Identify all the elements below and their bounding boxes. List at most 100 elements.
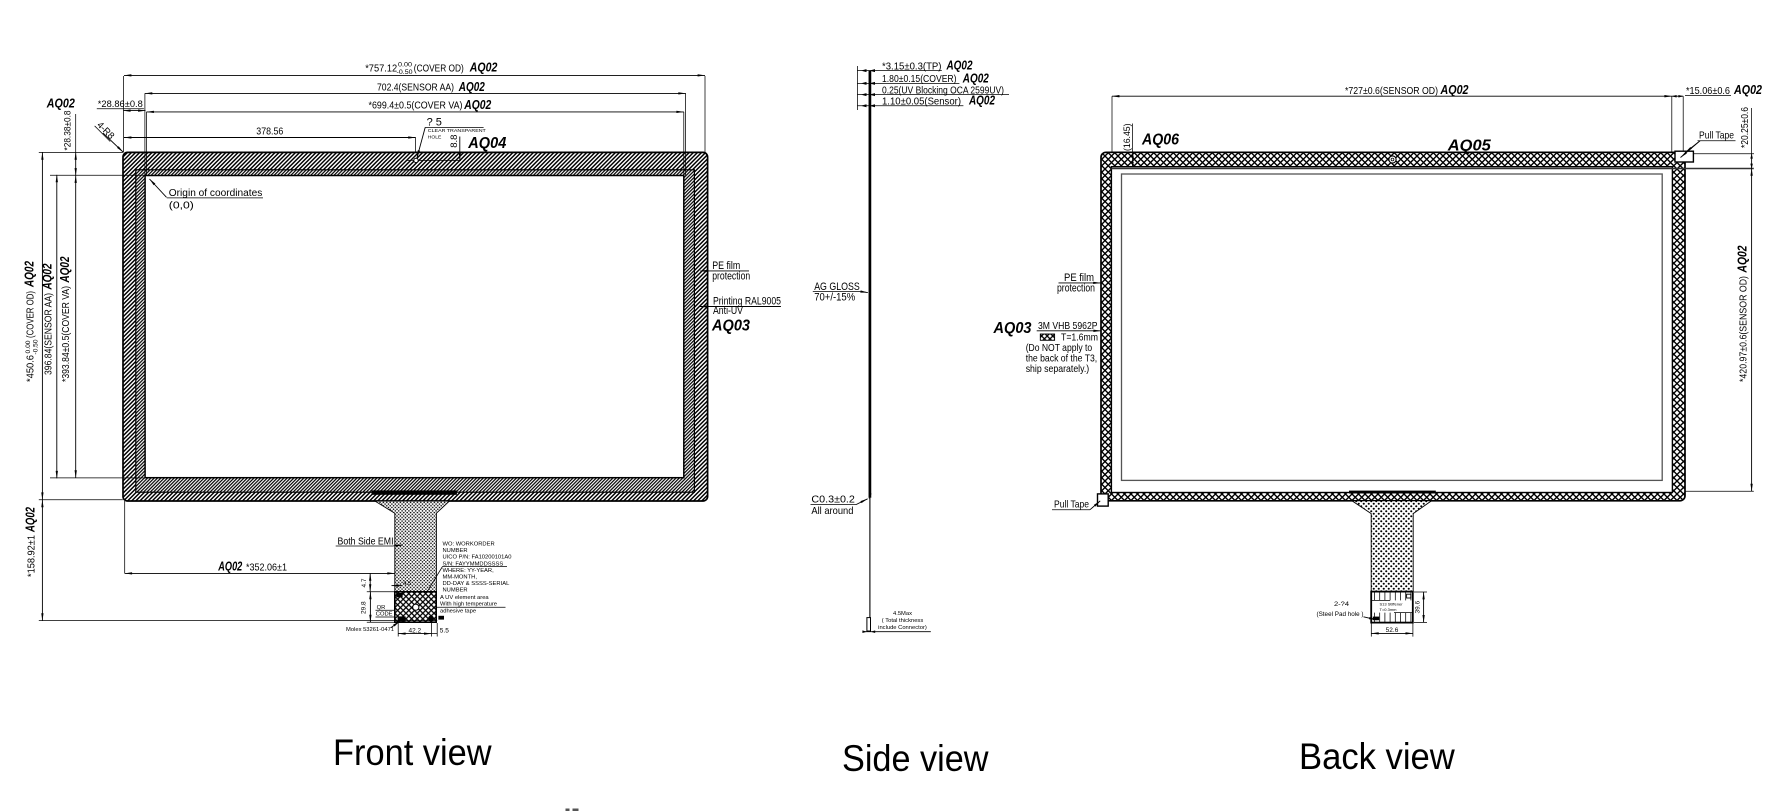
svg-text:Pull Tape: Pull Tape [1054,499,1089,511]
svg-text:PE film: PE film [712,260,740,272]
svg-text:*393.84±0.5(COVER VA): *393.84±0.5(COVER VA) [60,286,72,382]
svg-text:3M VHB 5962P: 3M VHB 5962P [1038,320,1098,332]
svg-text:AQ06: AQ06 [1141,132,1179,149]
svg-text:*757.12: *757.12 [365,62,397,74]
svg-text:0.00: 0.00 [398,62,412,69]
svg-text:Pull Tape: Pull Tape [1699,130,1734,142]
svg-text:Front view: Front view [333,732,492,773]
svg-text:5.5: 5.5 [440,627,449,634]
svg-text:(Do NOT apply to: (Do NOT apply to [1026,342,1093,354]
svg-text:WHERE: YY-YEAR,: WHERE: YY-YEAR, [443,568,495,574]
svg-text:*20.25±0.6: *20.25±0.6 [1740,107,1751,148]
svg-text:NUMBER: NUMBER [443,548,468,554]
svg-text:protection: protection [712,271,750,283]
svg-text:(COVER OD): (COVER OD) [25,291,37,338]
svg-text:4.5: 4.5 [403,581,411,587]
svg-text:AQ02: AQ02 [463,98,491,112]
svg-text:1.10±0.05(Sensor): 1.10±0.05(Sensor) [882,96,961,108]
svg-text:S13 Stiffener: S13 Stiffener [1380,601,1404,606]
svg-text:AG GLOSS: AG GLOSS [814,281,860,293]
svg-text:AQ05: AQ05 [1447,138,1491,155]
svg-text:4.5Max: 4.5Max [893,611,912,617]
svg-text:*158.92±1: *158.92±1 [27,535,38,577]
svg-text:42.2: 42.2 [408,627,421,634]
svg-text:*28.86±0.8: *28.86±0.8 [98,99,143,110]
svg-text:protection: protection [1057,282,1095,294]
svg-text:(16.45): (16.45) [1122,124,1133,152]
svg-text:S/N: FAYYMMDDSSSS: S/N: FAYYMMDDSSSS [443,561,504,567]
svg-text:AQ02: AQ02 [46,96,75,110]
svg-text:MM-MONTH,: MM-MONTH, [443,575,478,581]
svg-text:? 5: ? 5 [427,116,442,128]
svg-text:Printing RAL9005: Printing RAL9005 [713,295,781,307]
svg-text:Back view: Back view [1299,736,1455,777]
svg-text:AQ02: AQ02 [968,94,995,108]
svg-text:396.84(SENSOR AA): 396.84(SENSOR AA) [43,293,55,375]
svg-text:include Connector): include Connector) [878,625,927,631]
svg-text:AQ02: AQ02 [962,71,989,85]
svg-text:*28.38±0.8: *28.38±0.8 [63,111,74,151]
svg-text:CLEAR TRANSPARENT: CLEAR TRANSPARENT [428,128,486,133]
svg-text:With high temperature: With high temperature [440,602,497,608]
svg-text:T=1.6mm: T=1.6mm [1061,331,1098,343]
svg-text:*450.6: *450.6 [25,355,37,382]
svg-text:( Total thickness: ( Total thickness [882,618,924,624]
svg-text:Side view: Side view [842,738,989,779]
svg-text:*3.15±0.3(TP): *3.15±0.3(TP) [882,60,942,72]
svg-text:All around: All around [811,505,853,517]
svg-text:70+/-15%: 70+/-15% [814,291,855,303]
svg-text:39.6: 39.6 [1415,600,1422,613]
svg-text:AQ02: AQ02 [23,261,37,288]
svg-text:AQ02: AQ02 [1440,83,1469,97]
svg-text:AQ02: AQ02 [469,61,497,75]
svg-text:Molex 53261-0471: Molex 53261-0471 [346,627,394,633]
svg-text:29.8: 29.8 [361,601,368,614]
svg-text:HOLE: HOLE [428,135,442,140]
svg-text:0.25(UV Blocking OCA 2599UV): 0.25(UV Blocking OCA 2599UV) [882,84,1004,96]
svg-text:PE film: PE film [1064,272,1094,284]
svg-text:52.6: 52.6 [1386,627,1399,634]
svg-text:CODE: CODE [376,612,393,618]
svg-text:-0.50: -0.50 [397,69,413,76]
svg-text:AQ02: AQ02 [41,263,55,290]
svg-text:*15.06±0.6: *15.06±0.6 [1686,85,1730,97]
svg-text:8.8: 8.8 [449,135,460,148]
svg-text:DD-DAY & SSSS-SERIAL: DD-DAY & SSSS-SERIAL [443,581,511,587]
svg-text:AQ02: AQ02 [1736,245,1750,273]
svg-text:(COVER OD): (COVER OD) [414,62,464,74]
svg-text:AQ03: AQ03 [993,320,1032,337]
svg-text:*352.06±1: *352.06±1 [246,561,287,573]
svg-text:AQ02: AQ02 [1733,83,1762,97]
svg-text:ship separately.): ship separately.) [1026,363,1090,375]
svg-text:NUMBER: NUMBER [443,588,468,594]
svg-text:Both Side EMI: Both Side EMI [338,536,394,547]
svg-text:AQ02: AQ02 [218,560,243,574]
svg-text:(0,0): (0,0) [169,201,194,212]
svg-text:AQ02: AQ02 [946,59,973,73]
svg-text:A UV element area: A UV element area [440,595,489,601]
svg-text:AQ02: AQ02 [458,80,485,94]
svg-text:AQ02: AQ02 [58,256,72,283]
svg-text:4.7: 4.7 [361,578,368,587]
svg-text:378.56: 378.56 [256,126,283,138]
svg-text:Anti-UV: Anti-UV [713,305,744,317]
svg-text:AQ03: AQ03 [711,317,750,334]
svg-text:1.80±0.15(COVER): 1.80±0.15(COVER) [882,73,957,85]
svg-text:QR: QR [377,605,386,611]
svg-text:adhesive tape: adhesive tape [440,608,476,614]
svg-text:*420.97±0.6(SENSOR OD): *420.97±0.6(SENSOR OD) [1738,276,1750,382]
svg-text:AQ04: AQ04 [467,135,506,152]
svg-text:2-?4: 2-?4 [1334,601,1349,608]
svg-text:702.4(SENSOR AA): 702.4(SENSOR AA) [377,82,454,94]
svg-text:UICO P/N: FA10200101A0: UICO P/N: FA10200101A0 [443,555,512,561]
svg-text:WO: WORKORDER: WO: WORKORDER [443,542,495,548]
svg-text:-0.50: -0.50 [32,339,39,354]
svg-text:*727±0.6(SENSOR OD): *727±0.6(SENSOR OD) [1345,85,1438,97]
svg-text:0.00: 0.00 [25,340,32,353]
svg-text:Origin of coordinates: Origin of coordinates [169,188,263,199]
svg-text:*699.4±0.5(COVER VA): *699.4±0.5(COVER VA) [369,100,463,112]
svg-text:C0.3±0.2: C0.3±0.2 [811,494,855,506]
svg-text:(Steel Pad hole ): (Steel Pad hole ) [1317,611,1364,618]
svg-text:AQ02: AQ02 [24,507,38,533]
svg-text:the back of the T3,: the back of the T3, [1026,353,1098,365]
